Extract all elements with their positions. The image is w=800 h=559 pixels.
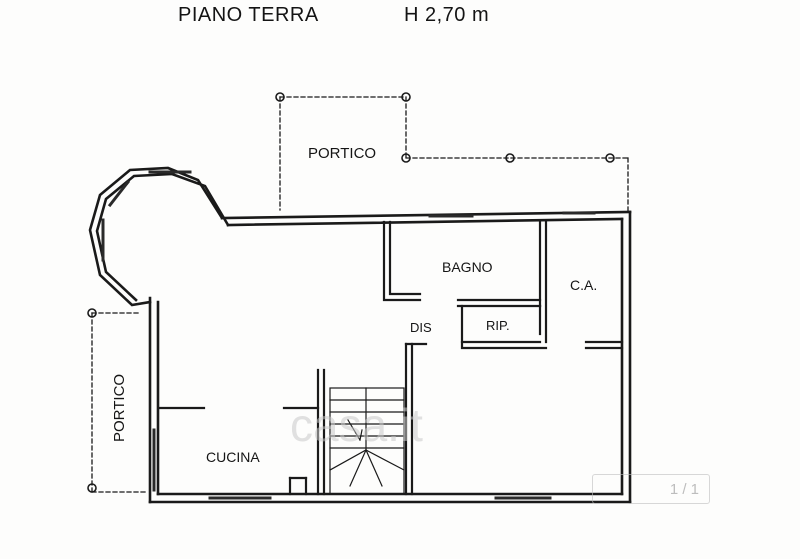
room-label-ca: C.A. <box>570 277 597 293</box>
watermark: casa.it <box>290 399 423 451</box>
room-label-cucina: CUCINA <box>206 449 260 465</box>
ceiling-height-label: H 2,70 m <box>404 4 490 26</box>
room-label-bagno: BAGNO <box>442 259 493 275</box>
room-label-dis: DIS <box>410 320 432 335</box>
columns <box>87 92 615 493</box>
room-label-portico-left: PORTICO <box>111 374 128 442</box>
room-label-rip: RIP. <box>486 318 510 333</box>
plan-title: PIANO TERRA <box>178 4 319 26</box>
portico-top-outline <box>279 96 629 213</box>
portico-left-outline <box>91 312 149 493</box>
page-indicator: 1 / 1 <box>592 474 710 504</box>
staircase <box>329 387 405 495</box>
room-label-portico-top: PORTICO <box>308 145 376 162</box>
interior-walls <box>158 220 624 496</box>
windows <box>101 170 596 500</box>
